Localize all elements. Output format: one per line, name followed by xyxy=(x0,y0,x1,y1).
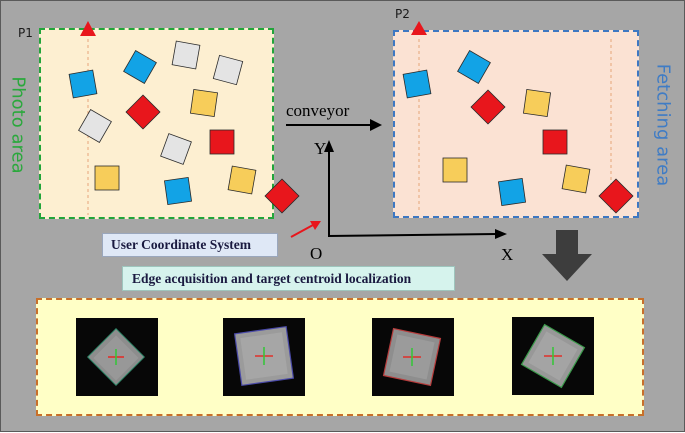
gray-block xyxy=(212,54,244,86)
blue-block xyxy=(123,50,157,84)
user-coordinate-system-caption: User Coordinate System xyxy=(102,233,278,257)
photo-area-label: Photo area xyxy=(7,76,29,174)
marker-triangle-icon xyxy=(411,21,427,35)
x-axis-label: X xyxy=(501,245,514,264)
gray-block xyxy=(160,133,192,165)
down-arrow-icon xyxy=(542,230,592,281)
blue-block xyxy=(68,69,98,99)
yellow-block xyxy=(522,88,552,118)
pointer-arrow-icon xyxy=(290,224,314,238)
y-axis-arrowhead xyxy=(324,140,334,152)
pointer-arrowhead xyxy=(310,221,321,230)
result-thumbnail-3 xyxy=(372,318,454,396)
yellow-block xyxy=(227,165,257,195)
conveyor-arrowhead xyxy=(370,119,382,131)
blue-block xyxy=(457,50,491,84)
blue-block xyxy=(402,69,432,99)
conveyor-label: conveyor xyxy=(286,101,350,120)
result-thumbnail-4 xyxy=(512,317,594,395)
origin-label: O xyxy=(310,244,323,263)
y-axis-label: Y xyxy=(314,139,327,158)
red-block xyxy=(209,129,235,155)
gray-block xyxy=(171,40,201,70)
yellow-block xyxy=(94,165,120,191)
yellow-block xyxy=(442,157,468,183)
red-block xyxy=(264,178,300,214)
gray-block xyxy=(78,109,112,143)
result-thumbnail-2 xyxy=(223,318,305,396)
blue-block xyxy=(497,177,527,207)
x-axis-line xyxy=(327,233,498,237)
p1-label: P1 xyxy=(18,26,33,40)
blue-block xyxy=(163,176,193,206)
p2-label: P2 xyxy=(395,7,410,21)
red-block xyxy=(125,94,161,130)
red-block xyxy=(598,178,634,214)
result-thumbnail-1 xyxy=(76,318,158,396)
yellow-block xyxy=(189,88,219,118)
yellow-block xyxy=(561,164,591,194)
red-block xyxy=(470,89,506,125)
edge-acquisition-caption: Edge acquisition and target centroid loc… xyxy=(122,266,455,291)
x-axis-arrowhead xyxy=(495,229,507,239)
red-block xyxy=(542,129,568,155)
marker-triangle-icon xyxy=(80,21,96,36)
fetching-area-label: Fetching area xyxy=(652,63,674,187)
